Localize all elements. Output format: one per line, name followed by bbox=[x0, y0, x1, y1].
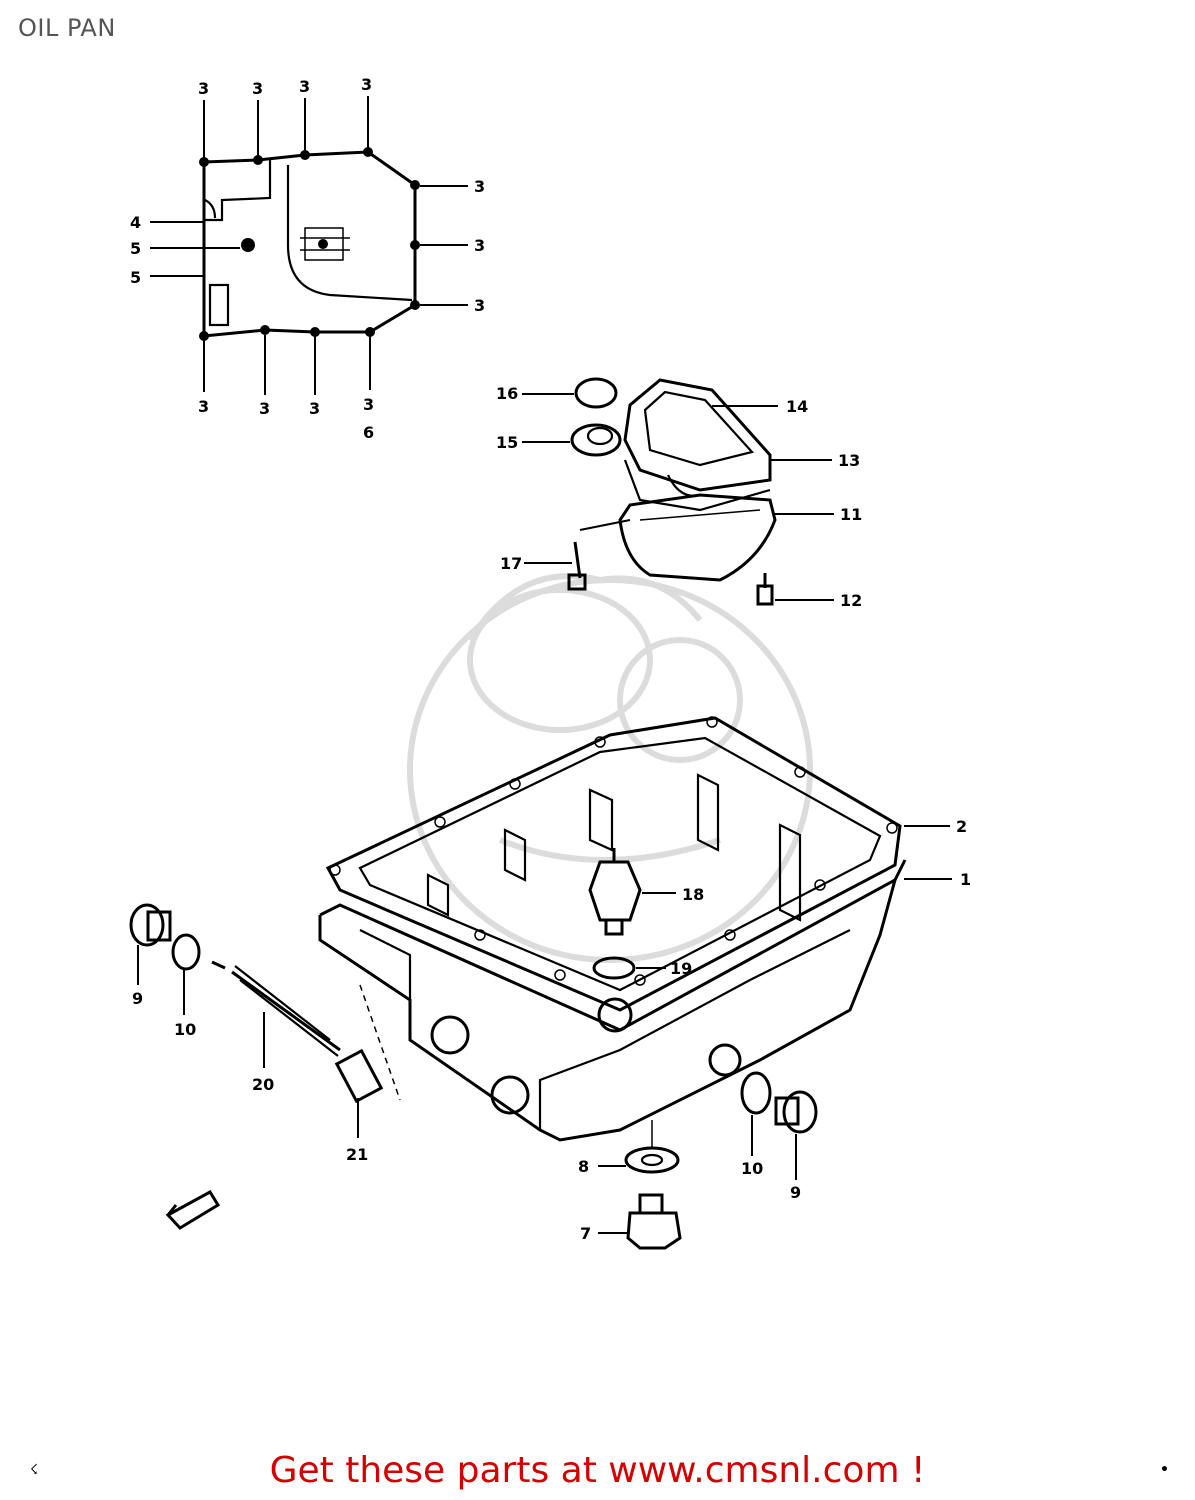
right-plug-parts bbox=[740, 1071, 818, 1180]
part-label: 19 bbox=[670, 959, 692, 978]
part-label: 9 bbox=[132, 989, 143, 1008]
part-label: 12 bbox=[840, 591, 862, 610]
pan-leaders bbox=[904, 825, 952, 880]
strainer-leaders bbox=[522, 393, 834, 601]
part-label: 10 bbox=[741, 1159, 763, 1178]
part-label: 10 bbox=[174, 1020, 196, 1039]
part-label: 8 bbox=[578, 1157, 589, 1176]
part-label: 17 bbox=[500, 554, 522, 573]
part-label: 11 bbox=[840, 505, 862, 524]
part-label: 3 bbox=[363, 395, 374, 414]
part-label: 3 bbox=[474, 296, 485, 315]
part-label: 1 bbox=[960, 870, 971, 889]
oil-pressure-switch bbox=[588, 848, 676, 980]
part-label: 5 bbox=[130, 239, 141, 258]
part-label: 3 bbox=[259, 399, 270, 418]
part-label: 3 bbox=[309, 399, 320, 418]
part-label: 14 bbox=[786, 397, 808, 416]
part-label: 3 bbox=[299, 77, 310, 96]
oil-pan-diagram: 3 3 3 3 3 3 3 3 3 3 3 6 4 5 5 16 15 14 1… bbox=[129, 75, 971, 1250]
part-label: 13 bbox=[838, 451, 860, 470]
front-arrow-icon bbox=[165, 1189, 221, 1230]
gasket-outline bbox=[199, 147, 420, 341]
relief-valve-parts bbox=[129, 903, 401, 1138]
part-label: 6 bbox=[363, 423, 374, 442]
part-label: 21 bbox=[346, 1145, 368, 1164]
part-label: 9 bbox=[790, 1183, 801, 1202]
part-label: 18 bbox=[682, 885, 704, 904]
oil-pan-body bbox=[318, 716, 907, 1142]
part-label: 20 bbox=[252, 1075, 274, 1094]
part-label: 4 bbox=[130, 213, 141, 232]
part-labels: 3 3 3 3 3 3 3 3 3 3 3 6 4 5 5 16 15 14 1… bbox=[130, 75, 971, 1243]
gasket-leaders bbox=[150, 96, 468, 395]
part-label: 7 bbox=[580, 1224, 591, 1243]
part-label: 3 bbox=[198, 79, 209, 98]
part-label: 3 bbox=[474, 177, 485, 196]
part-label: 16 bbox=[496, 384, 518, 403]
drain-plug-parts bbox=[598, 1120, 682, 1250]
part-label: 3 bbox=[252, 79, 263, 98]
part-label: 3 bbox=[474, 236, 485, 255]
watermark-logo bbox=[407, 573, 813, 963]
oil-strainer-assembly bbox=[567, 377, 777, 606]
page-title: OIL PAN bbox=[18, 14, 116, 42]
corner-mark-left: ☇ bbox=[30, 1462, 39, 1478]
footer-link-text[interactable]: Get these parts at www.cmsnl.com ! bbox=[269, 1450, 926, 1491]
corner-mark-right: • bbox=[1160, 1462, 1169, 1478]
part-label: 3 bbox=[198, 397, 209, 416]
part-label: 15 bbox=[496, 433, 518, 452]
part-label: 3 bbox=[361, 75, 372, 94]
part-label: 5 bbox=[130, 268, 141, 287]
part-label: 2 bbox=[956, 817, 967, 836]
